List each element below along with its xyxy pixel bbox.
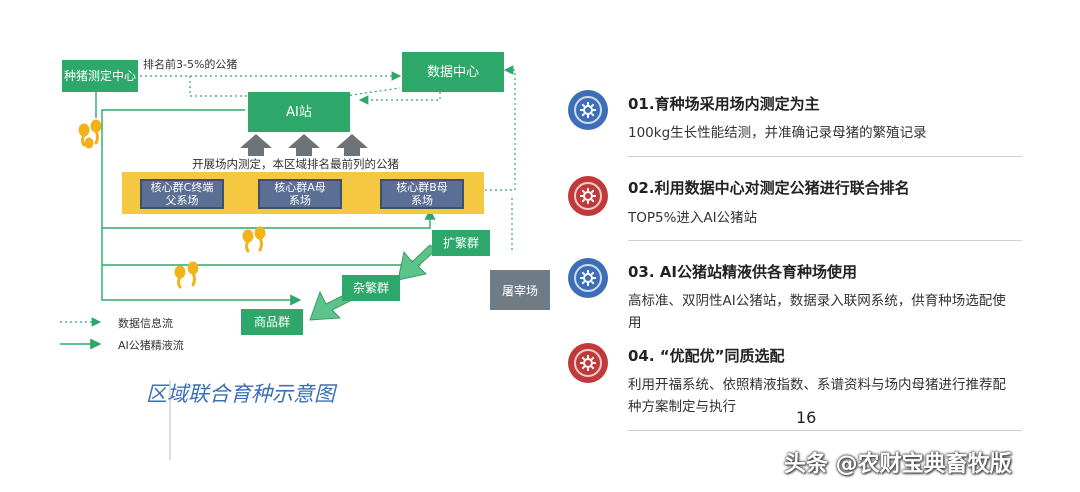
slaughterhouse-label: 屠宰场 [501, 283, 538, 298]
semen-icon-3 [174, 261, 199, 289]
testing-center-node: 种猪测定中心 [62, 60, 138, 92]
core-group-a-label: 核心群A母系场 [274, 181, 326, 207]
list-item-1-desc: 100kg生长性能结测，并准确记录母猪的繁殖记录 [628, 125, 927, 141]
divider [628, 240, 1022, 241]
legend-data-flow: 数据信息流 [118, 317, 173, 330]
testing-center-label: 种猪测定中心 [63, 68, 136, 83]
list-item-1-title: 01.育种场采用场内测定为主 [628, 95, 820, 113]
list-item-4-badge [568, 343, 608, 383]
diagram-caption: 区域联合育种示意图 [146, 382, 335, 406]
core-group-b-label: 核心群B母系场 [396, 181, 448, 207]
semen-icon-2 [242, 226, 266, 253]
expansion-label: 扩繁群 [442, 235, 479, 250]
arrow-expansion-to-hybrid [397, 244, 437, 281]
ai-station-label: AI站 [286, 104, 312, 120]
core-group-a-node: 核心群A母系场 [258, 179, 342, 209]
commercial-node: 商品群 [241, 309, 303, 335]
top-rank-label: 排名前3-5%的公猪 [143, 58, 238, 71]
slaughterhouse-node: 屠宰场 [490, 270, 550, 310]
list-item-1-badge [568, 90, 608, 130]
upward-arrows [240, 134, 368, 156]
gear-icon [580, 355, 596, 371]
list-item-4-title: 04. “优配优”同质选配 [628, 347, 785, 365]
list-item-2-desc: TOP5%进入AI公猪站 [628, 210, 758, 226]
list-item-3-desc: 高标准、双阴性AI公猪站，数据录入联网系统，供育种场选配使用 [628, 293, 1006, 331]
hybrid-node: 杂繁群 [342, 275, 400, 301]
page-number: 16 [796, 408, 817, 427]
data-center-label: 数据中心 [426, 64, 479, 80]
list-item-2-badge [568, 176, 608, 216]
gear-icon [580, 188, 596, 204]
data-center-node: 数据中心 [402, 52, 504, 92]
hybrid-label: 杂繁群 [352, 280, 389, 295]
onsite-test-label: 开展场内测定，本区域排名最前列的公猪 [192, 157, 399, 171]
list-item-4-desc: 利用开福系统、依照精液指数、系谱资料与场内母猪进行推荐配种方案制定与执行 [628, 377, 1006, 415]
expansion-node: 扩繁群 [432, 230, 490, 256]
divider [628, 430, 1022, 431]
semen-icon [78, 119, 102, 149]
gear-icon [580, 102, 596, 118]
list-item-3-badge [568, 258, 608, 298]
commercial-label: 商品群 [253, 314, 290, 329]
gear-icon [580, 270, 596, 286]
divider [628, 156, 1022, 157]
core-group-c-label: 核心群C终端父系场 [150, 181, 214, 207]
list-item-3-title: 03. AI公猪站精液供各育种场使用 [628, 263, 857, 281]
core-group-b-node: 核心群B母系场 [380, 179, 464, 209]
ai-station-node: AI站 [248, 92, 350, 132]
legend-semen-flow: AI公猪精液流 [118, 339, 184, 352]
watermark: 头条 @农财宝典畜牧版 [784, 452, 1012, 477]
list-item-2-title: 02.利用数据中心对测定公猪进行联合排名 [628, 179, 910, 197]
core-group-c-node: 核心群C终端父系场 [140, 179, 224, 209]
